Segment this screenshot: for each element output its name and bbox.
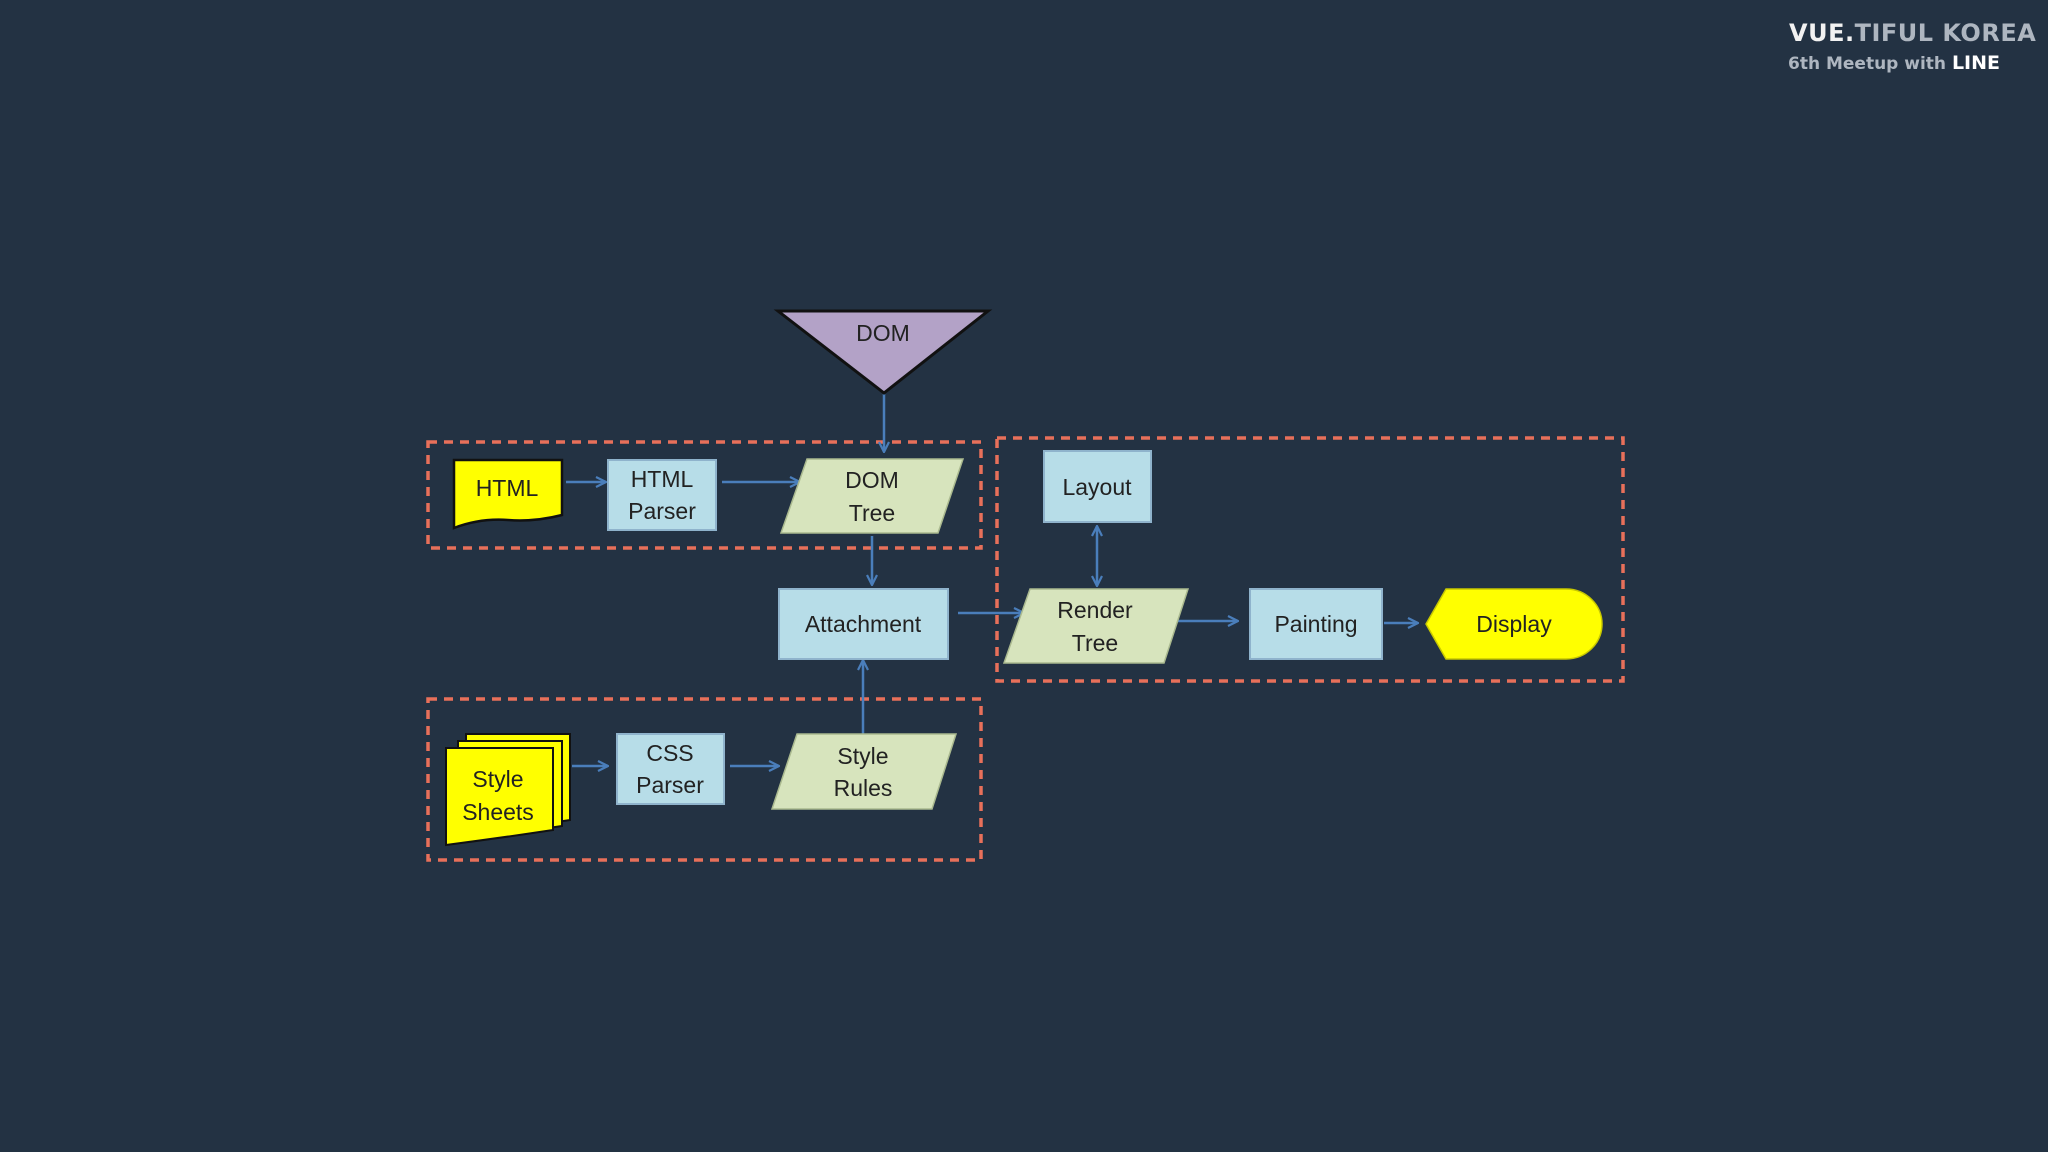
brand-title-bright: VUE.: [1789, 19, 1855, 47]
render-tree-label-line2: Tree: [1072, 630, 1118, 656]
group-css-parsing: [426, 697, 983, 862]
style-sheets-node: Style Sheets: [445, 733, 571, 847]
group-rendering: [995, 436, 1625, 683]
brand-subtitle: 6th Meetup with LINE: [1788, 52, 2028, 74]
css-parser-node: CSS Parser: [616, 733, 725, 805]
dom-tree-node: DOM Tree: [779, 458, 965, 534]
render-tree-node: Render Tree: [1002, 588, 1190, 664]
dom-tree-label-line1: DOM: [845, 467, 899, 493]
display-label: Display: [1476, 611, 1552, 637]
layout-node: Layout: [1043, 450, 1152, 523]
style-rules-node: Style Rules: [770, 733, 958, 810]
html-parser-label-line1: HTML: [631, 466, 694, 492]
brand-title: VUE.TIFUL KOREA: [1788, 16, 2036, 50]
attachment-node: Attachment: [778, 588, 949, 660]
display-node: Display: [1425, 588, 1603, 660]
layout-label: Layout: [1062, 474, 1132, 500]
style-rules-label-line2: Rules: [834, 775, 893, 801]
painting-node: Painting: [1249, 588, 1383, 660]
html-label: HTML: [476, 475, 539, 501]
style-sheets-label-line1: Style: [472, 766, 523, 792]
dom-label: DOM: [856, 320, 910, 346]
style-rules-label-line1: Style: [837, 743, 888, 769]
render-tree-label-line1: Render: [1057, 597, 1133, 623]
brand-logo: VUE.TIFUL KOREA 6th Meetup with LINE: [1788, 16, 2036, 74]
css-parser-label-line2: Parser: [636, 772, 704, 798]
painting-label: Painting: [1274, 611, 1357, 637]
dom-tree-label-line2: Tree: [849, 500, 895, 526]
dom-node: DOM: [773, 309, 993, 395]
html-parser-node: HTML Parser: [607, 459, 717, 531]
html-parser-label-line2: Parser: [628, 498, 696, 524]
brand-subtitle-text: 6th Meetup with: [1788, 54, 1952, 74]
attachment-label: Attachment: [805, 611, 922, 637]
brand-title-dim: TIFUL KOREA: [1854, 19, 2037, 47]
style-sheets-label-line2: Sheets: [462, 799, 534, 825]
html-document-node: HTML: [452, 458, 564, 530]
group-html-parsing: [426, 440, 983, 550]
brand-subtitle-emphasis: LINE: [1951, 52, 2001, 74]
css-parser-label-line1: CSS: [646, 740, 693, 766]
